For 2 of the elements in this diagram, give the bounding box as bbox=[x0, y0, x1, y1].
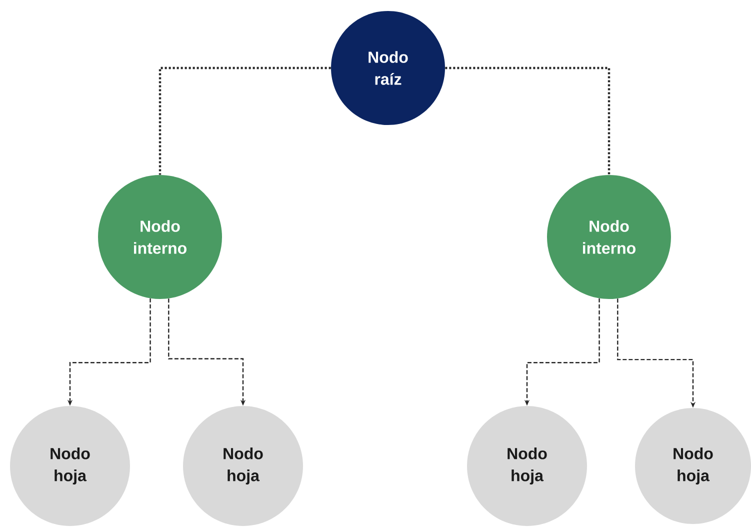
connector-line bbox=[445, 66, 610, 175]
connector-line bbox=[158, 66, 331, 175]
